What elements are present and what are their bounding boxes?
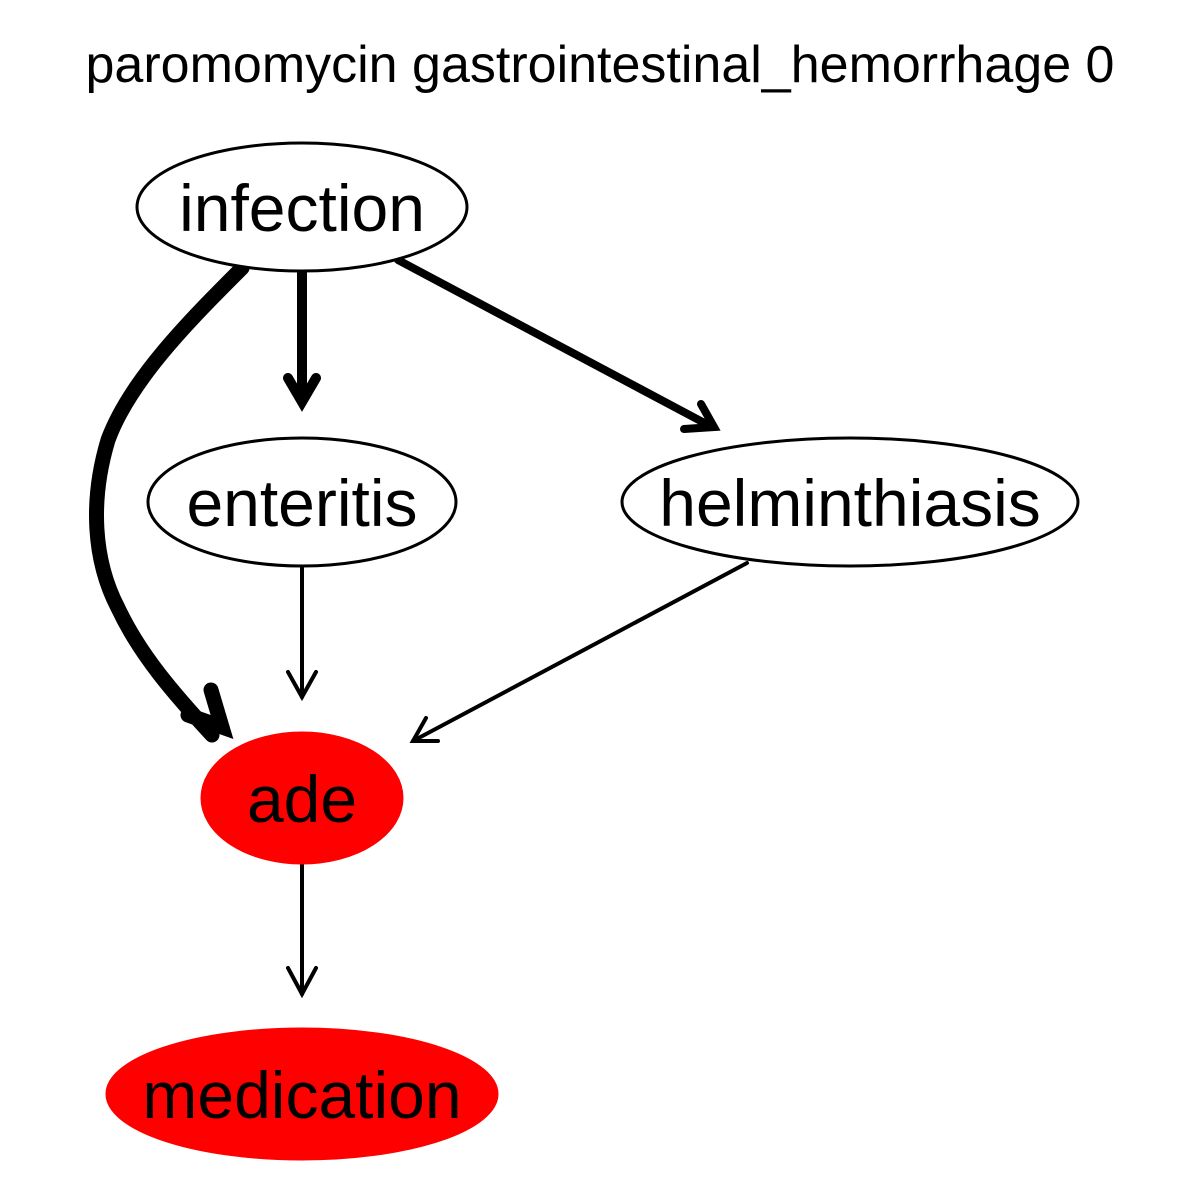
- nodes-layer: infection enteritis helminthiasis ade medica…: [105, 141, 1080, 1161]
- node-ellipse: [146, 436, 458, 568]
- arrowhead-icon: [286, 670, 318, 702]
- node-enteritis: enteritis: [146, 436, 458, 568]
- node-label: helminthiasis: [659, 466, 1041, 540]
- edge-line: [89, 260, 250, 743]
- arrowhead-icon: [286, 966, 318, 999]
- edge-line: [411, 561, 749, 743]
- node-infection: infection: [135, 141, 469, 273]
- node-label: enteritis: [186, 466, 417, 540]
- edge-ade-to-medication: [286, 862, 318, 999]
- node-medication: medication: [105, 1027, 499, 1161]
- edge-enteritis-to-ade: [286, 566, 318, 702]
- edge-helminthiasis-to-ade: [409, 561, 749, 743]
- node-ellipse: [620, 436, 1080, 568]
- node-ade: ade: [200, 731, 404, 865]
- node-ellipse: [105, 1027, 499, 1161]
- node-label: medication: [142, 1058, 461, 1132]
- graph-title: paromomycin gastrointestinal_hemorrhage …: [86, 36, 1115, 94]
- arrowhead-icon: [680, 400, 721, 433]
- node-helminthiasis: helminthiasis: [620, 436, 1080, 568]
- edge-infection-to-helminthiasis: [394, 256, 721, 433]
- node-ellipse: [200, 731, 404, 865]
- edge-infection-to-enteritis: [283, 267, 321, 412]
- arrowhead-icon: [180, 682, 234, 739]
- edges-layer: [89, 256, 749, 999]
- node-label: ade: [247, 762, 357, 836]
- edge-infection-to-ade: [89, 260, 250, 743]
- node-ellipse: [135, 141, 469, 273]
- arrowhead-icon: [409, 716, 440, 743]
- arrowhead-icon: [283, 373, 321, 412]
- node-label: infection: [179, 171, 425, 245]
- edge-line: [394, 256, 716, 431]
